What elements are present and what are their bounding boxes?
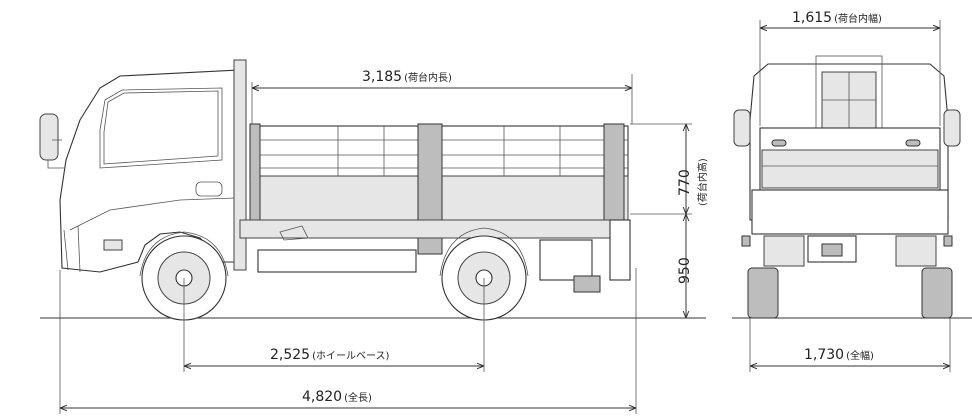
deck-length-label: 3,185(荷台内長)	[362, 69, 452, 85]
wheelbase-label: 2,525(ホイールベース)	[270, 347, 389, 363]
rear-tyre-left	[747, 267, 779, 319]
cab-rear-guard	[233, 59, 247, 271]
truck-rear-view: 1,615(荷台内幅) 1,730(全幅)	[732, 10, 972, 372]
truck-side-view: 3,185(荷台内長) 2,525(ホイールベース) 4,820(全長) 770…	[39, 59, 709, 414]
rear-chassis	[741, 235, 953, 267]
overall-length-label: 4,820(全長)	[302, 389, 372, 405]
deck-width-label: 1,615(荷台内幅)	[792, 10, 882, 26]
rear-tyre-right	[921, 267, 953, 319]
cab	[59, 69, 245, 273]
chassis	[239, 219, 631, 293]
side-height-unit: (荷台内高)	[696, 158, 709, 206]
rear-right-mirror	[943, 109, 961, 147]
tailgate	[751, 127, 949, 235]
side-mirror	[39, 113, 64, 169]
rear-left-mirror	[733, 109, 751, 147]
side-height-label: 770	[677, 169, 693, 196]
overall-width-label: 1,730(全幅)	[804, 347, 874, 363]
deck-height-label: 950	[677, 257, 693, 284]
